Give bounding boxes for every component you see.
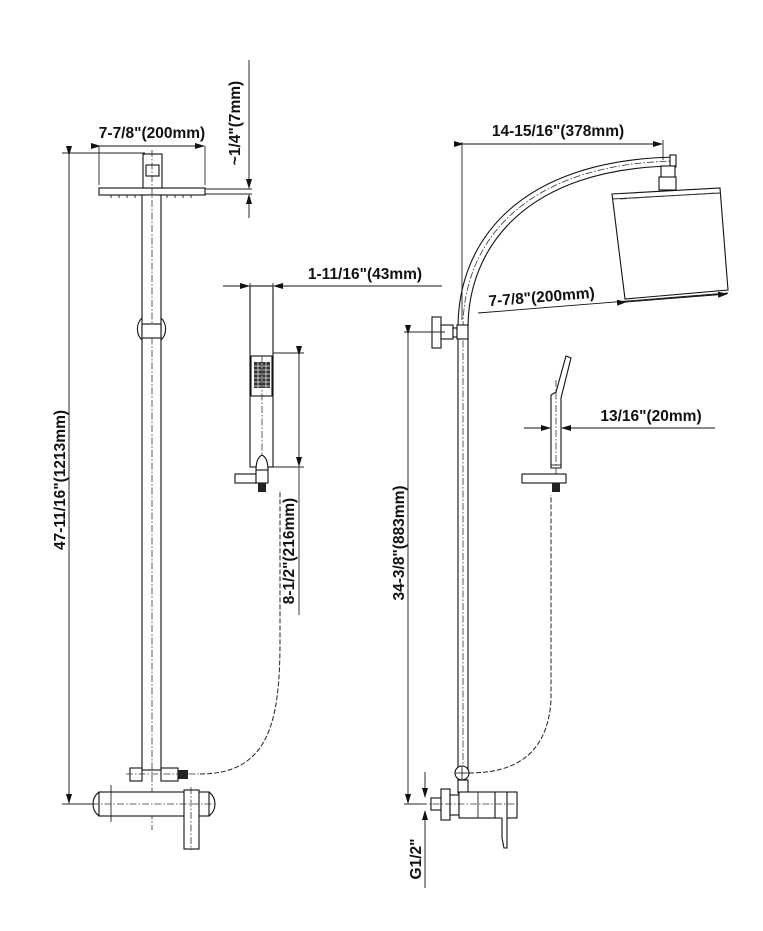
side-view: 14-15/16"(378mm) 7-7/8"(200mm) <box>391 123 729 888</box>
overall-height-dimension: 47-11/16"(1213mm) <box>52 146 145 805</box>
handheld-shower: 1-11/16"(43mm) 8-1/2"(216mm) <box>223 266 442 615</box>
overall-height-label: 47-11/16"(1213mm) <box>52 410 69 550</box>
right-riser-pipe <box>431 316 469 770</box>
right-head-width-label: 7-7/8"(200mm) <box>488 285 595 310</box>
left-head-thickness-dimension: ~1/4"(7mm) <box>205 60 252 218</box>
inlet-thread-dimension: G1/2" <box>408 772 428 888</box>
handheld-length-dimension: 8-1/2"(216mm) <box>273 346 304 615</box>
left-mixer-valve <box>92 785 216 850</box>
arm-reach-dimension: 14-15/16"(378mm) <box>454 123 664 320</box>
left-head-width-dimension: 7-7/8"(200mm) <box>91 125 206 185</box>
right-mixer-valve <box>420 788 520 849</box>
front-view: 47-11/16"(1213mm) 7-7/8"(200mm) ~1/4"(7m… <box>52 60 281 850</box>
handheld-length-label: 8-1/2"(216mm) <box>281 498 298 604</box>
arm-reach-label: 14-15/16"(378mm) <box>492 123 624 140</box>
outlet-height-dimension: 34-3/8"(883mm) <box>391 325 445 805</box>
handheld-width-label: 1-11/16"(43mm) <box>308 266 422 283</box>
right-hose <box>468 495 552 774</box>
right-hose-connector <box>454 765 470 794</box>
right-shower-head <box>611 187 729 300</box>
handheld-width-dimension: 1-11/16"(43mm) <box>223 266 442 355</box>
handheld-side-width-label: 13/16"(20mm) <box>600 408 701 425</box>
inlet-thread-label: G1/2" <box>408 839 425 880</box>
left-head-thickness-label: ~1/4"(7mm) <box>227 81 244 165</box>
left-hose <box>199 490 281 775</box>
handheld-side-width-dimension: 13/16"(20mm) <box>524 408 715 431</box>
curved-shower-arm <box>457 154 677 329</box>
left-hose-connector <box>126 767 200 782</box>
left-head-width-label: 7-7/8"(200mm) <box>99 125 205 142</box>
outlet-height-label: 34-3/8"(883mm) <box>391 485 408 600</box>
left-riser-pipe <box>136 150 167 830</box>
right-handheld-side <box>521 355 572 492</box>
